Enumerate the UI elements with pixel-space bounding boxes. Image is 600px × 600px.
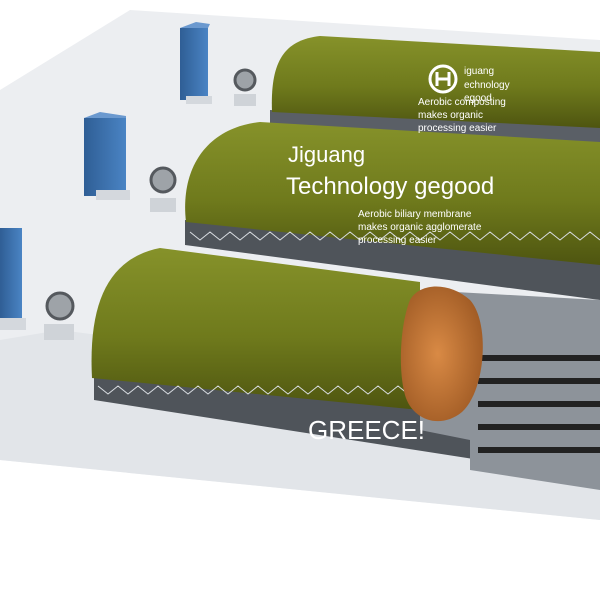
brand-description-line: makes organic agglomerate [358, 222, 482, 233]
small-brand-description-line: processing easier [418, 123, 497, 134]
small-brand-description: Aerobic composting makes organic process… [418, 96, 528, 135]
blower-front [0, 228, 75, 340]
tunnel-middle [185, 122, 600, 300]
small-brand-description-line: Aerobic composting [418, 97, 506, 108]
brand-title-line1: Jiguang [288, 142, 366, 167]
blower-back [180, 22, 257, 106]
brand-logo-icon [428, 64, 458, 94]
blower-middle [84, 112, 177, 212]
compost-pile [400, 286, 483, 422]
tunnel-front [91, 248, 480, 460]
small-brand-title-line2: echnology [464, 80, 510, 91]
brand-title-line2: Technology gegood [286, 173, 495, 200]
brand-description-line: Aerobic biliary membrane [358, 209, 472, 220]
small-brand-title-line1: iguang [464, 66, 495, 77]
small-brand-description-line: makes organic [418, 110, 484, 121]
caption: GREECE! [308, 415, 426, 445]
small-brand-title-line3: egood [464, 93, 492, 104]
brand-description-line: processing easier [358, 235, 437, 246]
brand-description: Aerobic biliary membrane makes organic a… [358, 208, 518, 247]
